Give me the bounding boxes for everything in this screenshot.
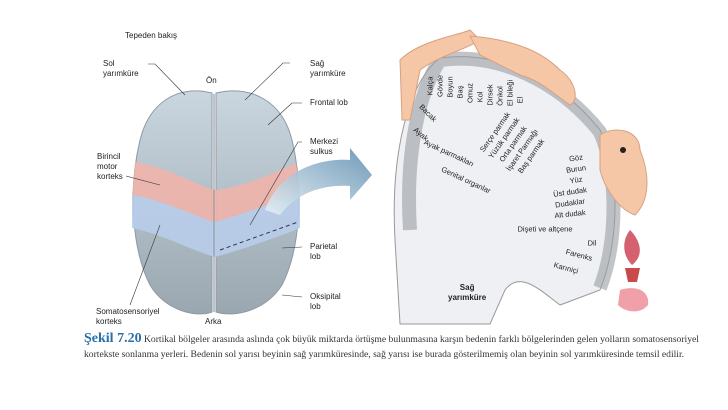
motor-cortex-band [132,162,300,222]
somatosensory-band [132,190,300,257]
label-primary-motor-cortex: Birincil motor korteks [97,152,123,181]
part-label: Önkol [495,86,505,106]
part-label: El [515,96,525,104]
label-right-hemisphere-section: Sağ yarımküre [448,283,487,302]
label-central-sulcus: Merkezi sulkus [310,137,339,156]
part-label: Dil [587,238,597,248]
part-label: Dirsek [485,84,495,106]
label-front: Ön [206,76,217,85]
homunculus-cortex-section [393,29,649,325]
part-label: Gövde [435,74,445,98]
label-somatosensory-cortex: Somatosensoriyel korteks [96,307,160,326]
part-label: Kol [475,91,485,103]
caption-text: Kortikal bölgeler arasında aslında çok b… [84,334,699,360]
part-label: Omuz [465,82,475,104]
part-label: El bileği [505,79,515,107]
figure-caption: Şekil 7.20 Kortikal bölgeler arasında as… [84,331,704,362]
label-back: Arka [205,317,222,326]
view-title: Tepeden bakış [125,31,178,40]
arrow-shape [265,148,372,215]
part-label: Boyun [445,76,455,98]
part-label: Kalça [425,76,435,96]
part-label: Göz [568,152,584,164]
label-frontal-lobe: Frontal lob [310,98,348,107]
label-right-hemisphere: Sağ yarımküre [310,59,346,78]
label-left-hemisphere: Sol yarımküre [103,59,139,78]
part-label: Dişeti ve altçene [517,224,573,234]
figure-number: Şekil 7.20 [84,331,142,346]
label-parietal-lobe: Parietal lob [310,242,338,261]
part-label: Baş [455,85,465,99]
part-label: Yüz [568,174,584,186]
label-occipital-lobe: Oksipital lob [310,292,341,311]
